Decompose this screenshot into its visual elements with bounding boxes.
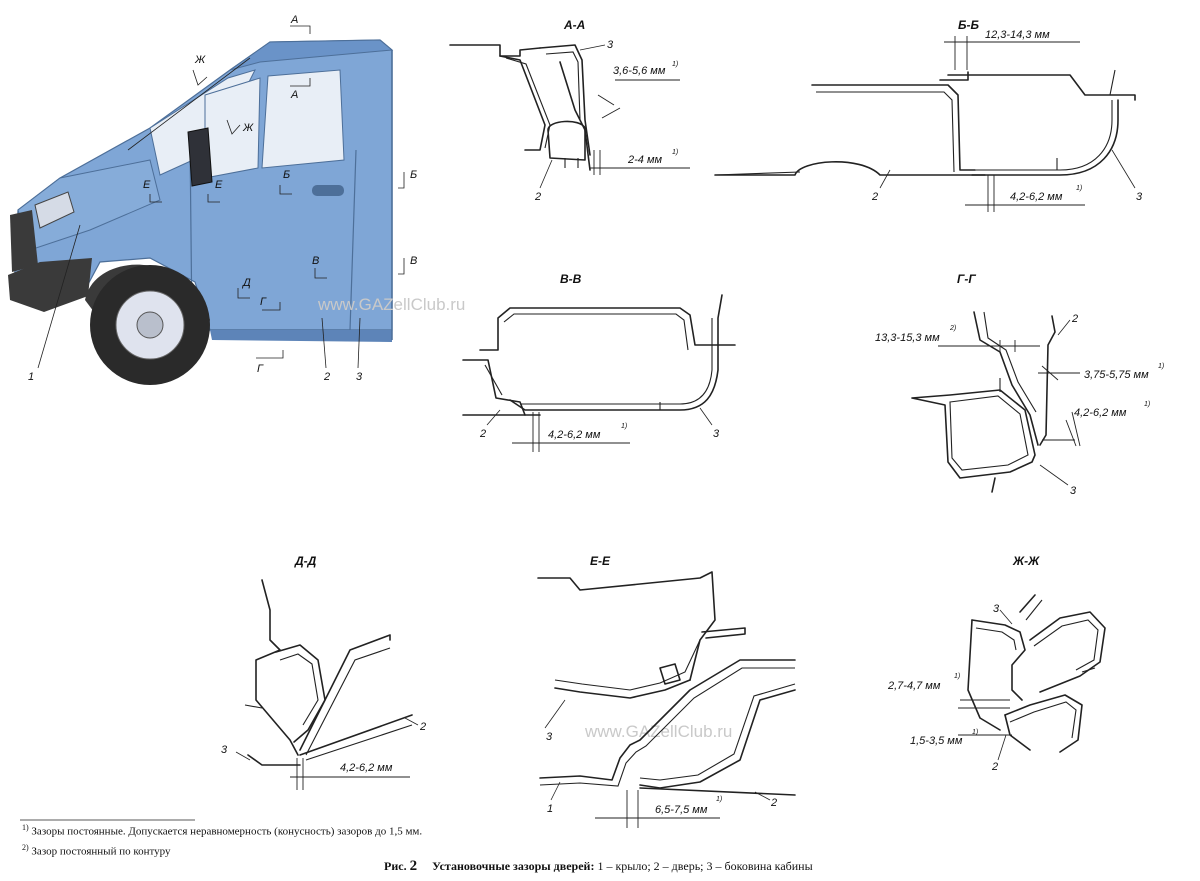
section-vv: В-В 4,2-6,2 мм 1) 2 3 (462, 272, 736, 452)
section-aa-dim1: 3,6-5,6 мм (613, 65, 666, 77)
section-gg: Г-Г 13,3-15,3 мм 2) 3,75-5,75 мм 1) 4,2-… (875, 272, 1164, 497)
section-aa-dim1-note: 1) (672, 61, 678, 68)
marker-zh-window: Ж (242, 122, 254, 134)
section-zz-dim2: 1,5-3,5 мм (910, 735, 963, 747)
section-ee-dim1-note: 1) (716, 796, 722, 803)
caption-title: Установочные зазоры дверей: (432, 859, 595, 873)
section-gg-dim2: 3,75-5,75 мм (1084, 369, 1149, 381)
truck-callout-2: 2 (323, 371, 330, 383)
section-zz-title: Ж-Ж (1012, 554, 1040, 568)
section-gg-callout-3: 3 (1070, 485, 1077, 497)
section-aa-callout-3: 3 (607, 39, 614, 51)
marker-b-side: Б (410, 169, 417, 181)
marker-d: Д (241, 277, 251, 289)
section-zz: Ж-Ж 2,7-4,7 мм 1) 1,5-3,5 мм 1) 3 2 (887, 554, 1106, 773)
section-vv-dim1-note: 1) (621, 423, 627, 430)
section-zz-dim1-note: 1) (954, 673, 960, 680)
section-bb-callout-3: 3 (1136, 191, 1143, 203)
caption-number: 2 (409, 858, 418, 874)
truck-callout-1: 1 (28, 371, 34, 383)
marker-g-bottom: Г (257, 363, 264, 375)
section-bb-dim1: 12,3-14,3 мм (985, 29, 1050, 41)
section-ee-callout-3: 3 (546, 731, 553, 743)
section-bb-title: Б-Б (958, 18, 979, 32)
marker-g-door: Г (260, 296, 267, 308)
section-ee: Е-Е 6,5-7,5 мм 1) 3 1 2 (537, 554, 796, 828)
watermark-top: www.GAZellClub.ru (317, 295, 465, 314)
section-aa-callout-2: 2 (534, 191, 541, 203)
section-zz-callout-3: 3 (993, 603, 1000, 615)
section-gg-callout-2: 2 (1071, 313, 1078, 325)
section-dd-title: Д-Д (294, 554, 317, 568)
truck-illustration (8, 39, 394, 385)
caption-prefix: Рис. (384, 859, 407, 873)
section-bb: Б-Б 12,3-14,3 мм 4,2-6,2 мм 1) 2 3 (714, 18, 1143, 212)
section-aa-title: А-А (563, 18, 585, 32)
section-bb-dim2: 4,2-6,2 мм (1010, 191, 1063, 203)
truck-callout-3: 3 (356, 371, 363, 383)
section-aa: А-А 3,6-5,6 мм 1) 2-4 мм 1) 3 2 (449, 18, 690, 203)
section-dd: Д-Д 4,2-6,2 мм 3 2 (221, 554, 426, 790)
section-vv-callout-3: 3 (713, 428, 720, 440)
section-aa-dim2: 2-4 мм (627, 154, 662, 166)
marker-v-door: В (312, 255, 319, 267)
section-vv-dim1: 4,2-6,2 мм (548, 429, 601, 441)
marker-a-top: А (290, 14, 298, 26)
watermark-bottom: www.GAZellClub.ru (584, 722, 732, 741)
section-ee-callout-2: 2 (770, 797, 777, 809)
marker-a-window: А (290, 89, 298, 101)
section-gg-dim1-note: 2) (949, 325, 956, 332)
footnote-2: 2) Зазор постоянный по контуру (22, 843, 171, 858)
footnote-2-text: Зазор постоянный по контуру (31, 845, 171, 858)
section-gg-dim3: 4,2-6,2 мм (1074, 407, 1127, 419)
section-zz-dim2-note: 1) (972, 729, 978, 736)
section-zz-dim1: 2,7-4,7 мм (887, 680, 941, 692)
figure-caption: Рис. 2 Установочные зазоры дверей: 1 – к… (384, 858, 813, 875)
footnote-1-mark: 1) (22, 823, 29, 832)
marker-e-left: Е (143, 179, 151, 191)
caption-text: 1 – крыло; 2 – дверь; 3 – боковина кабин… (597, 859, 813, 873)
footnote-2-mark: 2) (22, 843, 29, 852)
marker-b-door: Б (283, 169, 290, 181)
section-ee-callout-1: 1 (547, 803, 553, 815)
marker-v-side: В (410, 255, 417, 267)
section-bb-dim2-note: 1) (1076, 185, 1082, 192)
section-vv-callout-2: 2 (479, 428, 486, 440)
footnote-1: 1) Зазоры постоянные. Допускается неравн… (22, 823, 422, 838)
section-dd-callout-2: 2 (419, 721, 426, 733)
section-gg-title: Г-Г (957, 272, 976, 286)
section-vv-title: В-В (560, 272, 582, 286)
section-dd-callout-3: 3 (221, 744, 228, 756)
marker-e-right: Е (215, 179, 223, 191)
footnote-1-text: Зазоры постоянные. Допускается неравноме… (31, 825, 423, 838)
section-gg-dim1: 13,3-15,3 мм (875, 332, 940, 344)
section-ee-dim1: 6,5-7,5 мм (655, 804, 708, 816)
section-gg-dim2-note: 1) (1158, 363, 1164, 370)
section-ee-title: Е-Е (590, 554, 611, 568)
section-zz-callout-2: 2 (991, 761, 998, 773)
truck-section-markers: А А Ж Ж Е Е Б Б В В Д Г Г 1 2 3 (28, 14, 417, 383)
marker-zh-top: Ж (194, 54, 206, 66)
section-dd-dim1: 4,2-6,2 мм (340, 762, 393, 774)
section-gg-dim3-note: 1) (1144, 401, 1150, 408)
section-aa-dim2-note: 1) (672, 149, 678, 156)
section-bb-callout-2: 2 (871, 191, 878, 203)
